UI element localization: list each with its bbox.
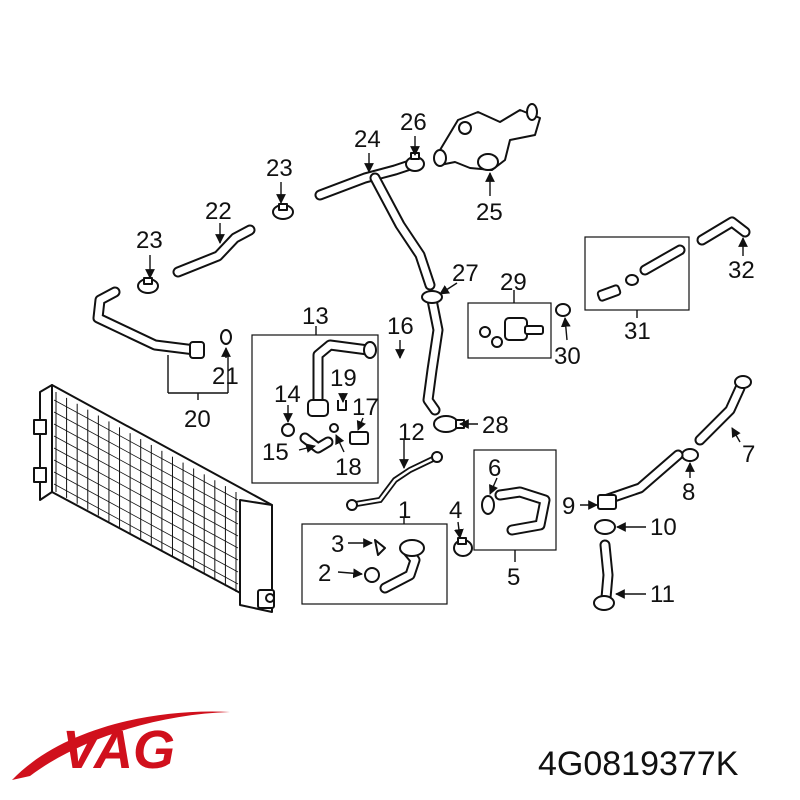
group-box-13 [251,334,379,484]
radiator-fin [53,471,239,573]
hose-32 [696,216,751,246]
group-box-29 [467,302,552,359]
radiator-fin [53,411,239,513]
callout-17: 17 [352,394,379,421]
callout-22: 22 [205,198,232,225]
callout-30: 30 [554,343,581,370]
part-29 [479,317,544,348]
brand-logo: VAG [12,711,230,780]
hose-1 [364,539,425,594]
callout-9: 9 [562,493,575,520]
callout-6: 6 [488,455,501,482]
callout-10: 10 [650,514,677,541]
logo-text: VAG [62,720,175,780]
callout-4: 4 [449,497,462,524]
clamp-23-right [272,203,294,220]
group-box-1 [301,523,448,605]
parts-14-19 [281,400,369,454]
clamp-10 [594,519,616,535]
radiator-fin [53,435,239,537]
callout-2: 2 [318,560,331,587]
callout-32: 32 [728,257,755,284]
pipe-12 [346,451,443,511]
callout-11: 11 [650,581,675,608]
hose-27 [421,290,444,416]
callout-24: 24 [354,126,381,153]
radiator-fin [53,459,239,561]
callout-19: 19 [330,365,357,392]
callout-numbers: 1 2 3 4 5 6 7 8 9 10 11 12 13 14 15 16 1… [136,109,755,608]
callout-23b: 23 [266,155,293,182]
radiator [33,384,275,613]
pipe-20 [92,286,232,359]
clamp-30 [555,303,571,317]
logo-swoosh [12,711,230,780]
radiator-fin [53,447,239,549]
callout-15: 15 [262,439,289,466]
part-31 [596,244,686,302]
callout-1: 1 [398,497,411,524]
callout-16: 16 [387,313,414,340]
callout-14: 14 [274,381,301,408]
callout-20: 20 [184,406,211,433]
leader-lines [145,136,748,599]
clamp-4 [453,537,473,557]
callout-12: 12 [398,419,425,446]
clamp-28 [433,415,465,433]
callout-27: 27 [452,260,479,287]
callout-5: 5 [507,564,520,591]
callout-18: 18 [335,454,362,481]
callout-7: 7 [742,441,755,468]
callout-28: 28 [482,412,509,439]
callout-21: 21 [212,363,239,390]
radiator-fin [53,423,239,525]
callout-3: 3 [331,531,344,558]
callout-23a: 23 [136,227,163,254]
thermostat-housing-25 [433,103,541,171]
pipe-24 [314,159,436,291]
callout-8: 8 [682,479,695,506]
callout-25: 25 [476,199,503,226]
hose-5 [481,486,551,536]
clamp-26 [405,152,425,172]
callout-26: 26 [400,109,427,136]
hose-22 [172,224,256,278]
radiator-fin [53,399,239,501]
pipe-9 [597,449,684,510]
callout-13: 13 [302,303,329,330]
callout-31: 31 [624,318,651,345]
hose-11 [593,539,615,611]
clamp-23-left [137,277,159,294]
callout-29: 29 [500,269,527,296]
radiator-core [53,392,239,592]
part-number: 4G0819377K [538,745,739,783]
hose-7 [694,375,752,446]
clamp-8 [681,448,699,462]
hose-13 [307,339,377,417]
radiator-fin [53,483,239,585]
